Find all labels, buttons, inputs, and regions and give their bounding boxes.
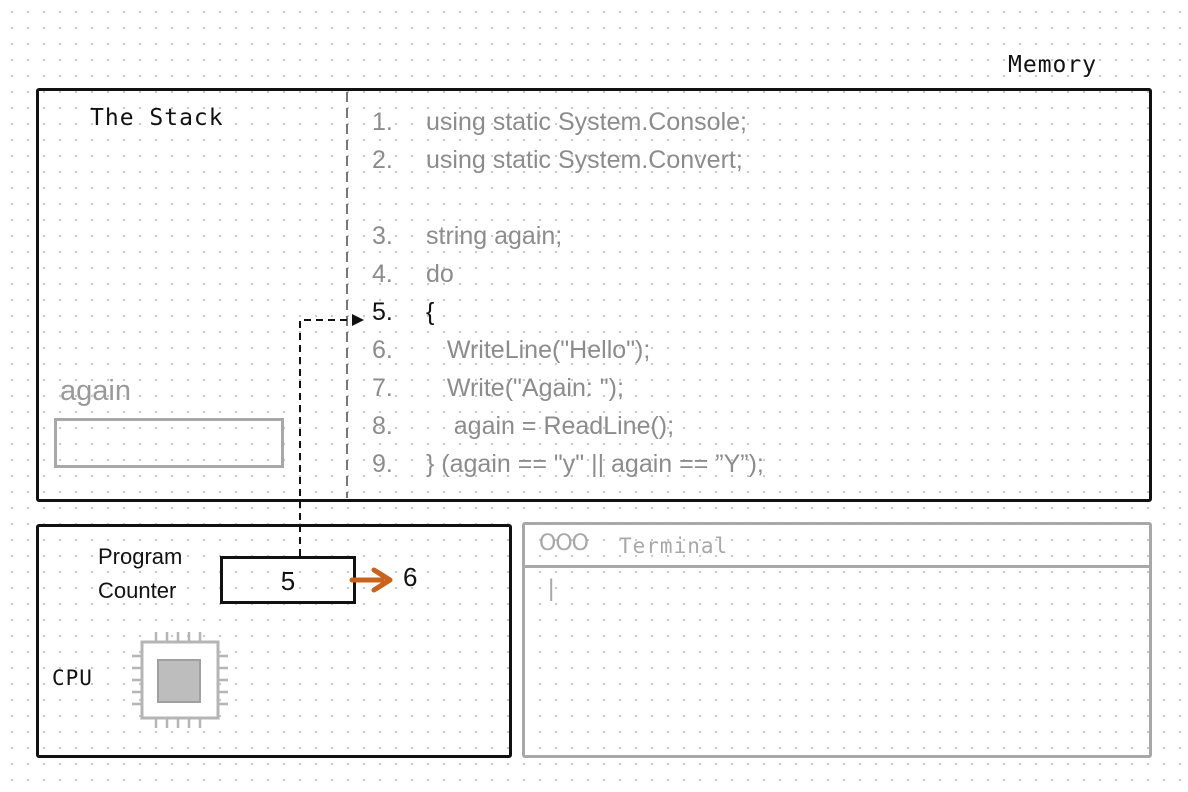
code-line-6: 6. WriteLine("Hello"); <box>372 336 650 370</box>
line-number: 1. <box>372 108 393 136</box>
line-text: using static System.Console; <box>426 108 747 136</box>
code-line-3: 3. string again; <box>372 222 562 256</box>
program-counter-value: 5 <box>220 556 356 604</box>
code-line-5-current: 5. { <box>372 298 434 332</box>
line-number: 3. <box>372 222 393 250</box>
program-counter-label: Program Counter <box>98 540 182 608</box>
program-counter-label-line2: Counter <box>98 578 177 603</box>
terminal-window: OOO Terminal | <box>522 522 1152 758</box>
line-number: 2. <box>372 146 393 174</box>
line-number: 6. <box>372 336 393 364</box>
line-number: 7. <box>372 374 393 402</box>
line-text: WriteLine("Hello"); <box>426 336 651 364</box>
code-line-8: 8. again = ReadLine(); <box>372 412 674 446</box>
terminal-cursor: | <box>544 577 559 604</box>
memory-label: Memory <box>1008 52 1098 78</box>
code-line-4: 4. do <box>372 260 454 294</box>
cpu-region <box>36 524 512 758</box>
program-counter-next-value: 6 <box>403 562 418 592</box>
code-line-2: 2. using static System.Convert; <box>372 146 743 180</box>
stack-variable-name: again <box>60 375 131 407</box>
line-text: string again; <box>426 222 563 250</box>
line-text: { <box>426 298 435 326</box>
line-text: again = ReadLine(); <box>426 412 675 440</box>
stack-title: The Stack <box>90 105 224 131</box>
code-line-9: 9. } (again == "y" || again == ”Y”); <box>372 450 764 484</box>
line-text: Write("Again: "); <box>426 374 624 402</box>
window-controls-icon: OOO <box>539 531 589 556</box>
code-line-7: 7. Write("Again: "); <box>372 374 624 408</box>
line-number: 9. <box>372 450 393 478</box>
line-text: do <box>426 260 454 288</box>
memory-region <box>36 88 1152 502</box>
stack-variable-slot <box>54 418 284 468</box>
code-line-1: 1. using static System.Console; <box>372 108 747 142</box>
program-counter-label-line1: Program <box>98 544 183 569</box>
terminal-title: Terminal <box>619 534 729 558</box>
line-text: using static System.Convert; <box>426 146 743 174</box>
line-number: 4. <box>372 260 393 288</box>
terminal-title-bar: OOO Terminal <box>525 525 1149 568</box>
cpu-label: CPU <box>52 666 93 690</box>
line-number: 5. <box>372 298 393 326</box>
line-number: 8. <box>372 412 393 440</box>
line-text: } (again == "y" || again == ”Y”); <box>426 450 764 478</box>
